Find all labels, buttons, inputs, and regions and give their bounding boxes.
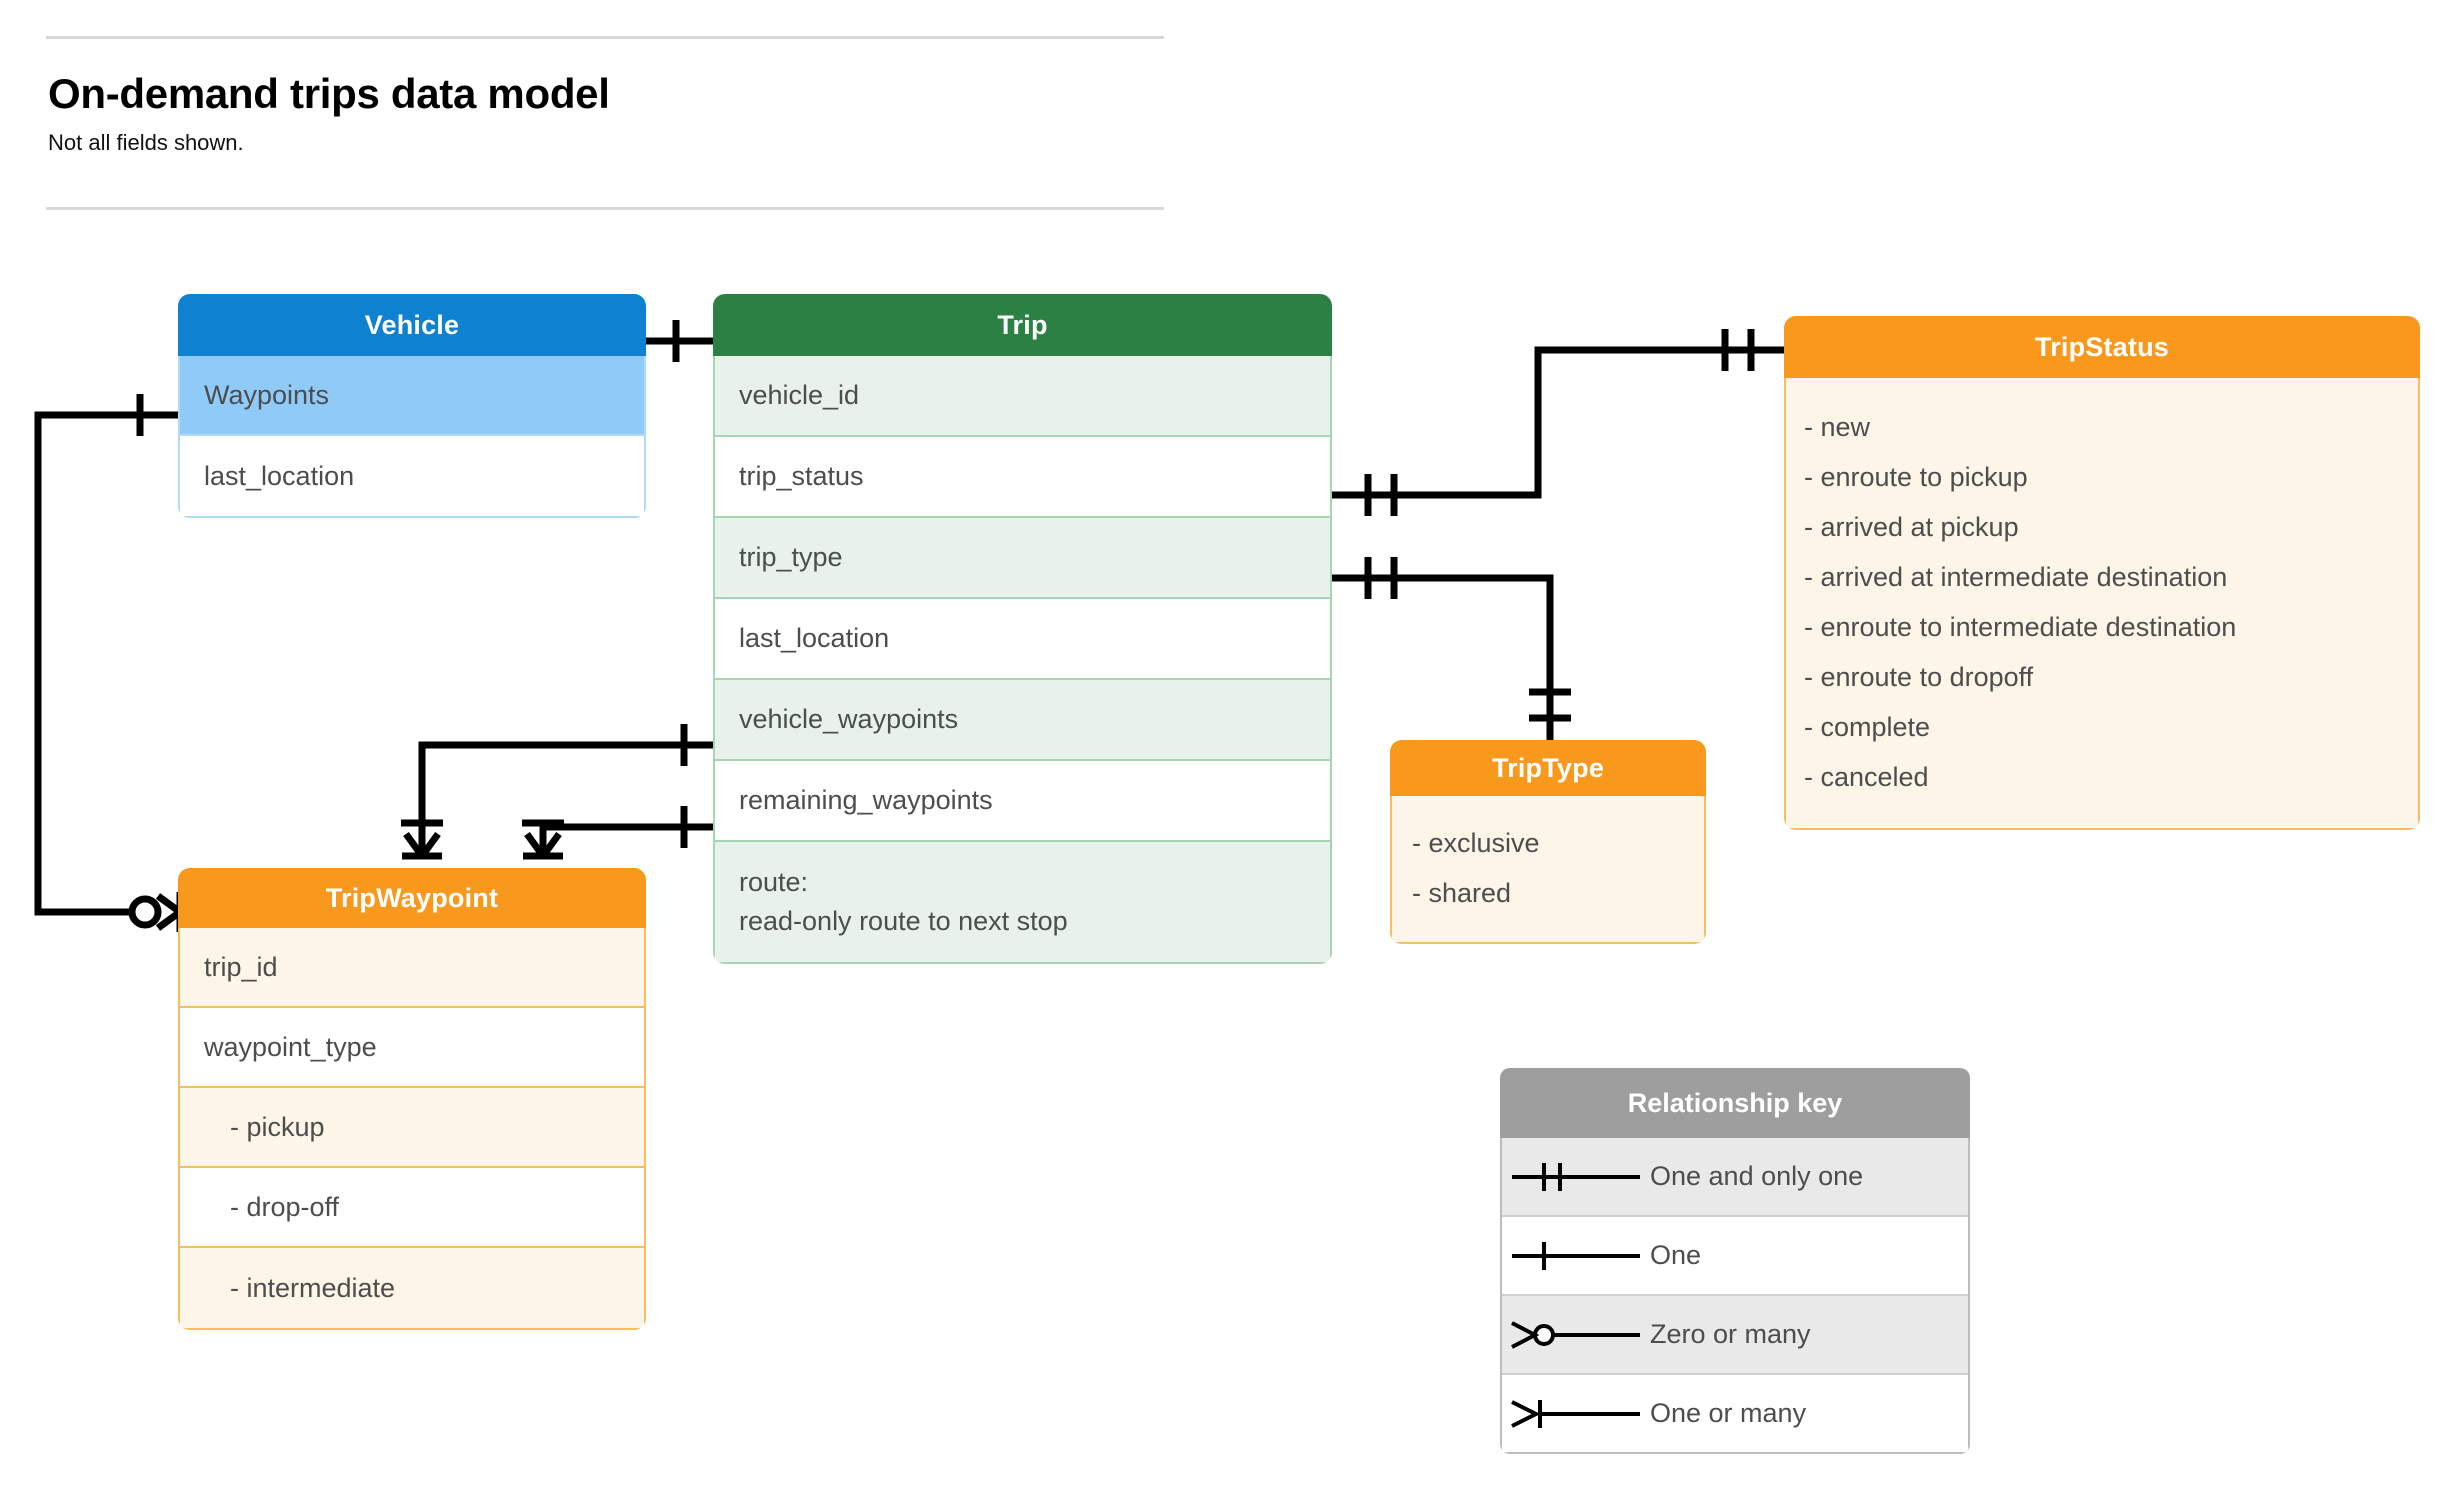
tripstatus-value: - complete bbox=[1804, 712, 1931, 742]
field-trip-route[interactable]: route: read-only route to next stop bbox=[715, 842, 1330, 962]
legend-row-one-or-many: One or many bbox=[1502, 1375, 1968, 1452]
header-divider-bottom bbox=[46, 207, 1164, 210]
one-icon bbox=[1502, 1234, 1650, 1278]
zero-or-many-icon bbox=[1502, 1313, 1650, 1357]
field-trip-trip-status[interactable]: trip_status bbox=[715, 437, 1330, 518]
legend-label: One and only one bbox=[1650, 1161, 1864, 1191]
relationship-key-title: Relationship key bbox=[1500, 1068, 1970, 1138]
field-vehicle-waypoints[interactable]: Waypoints bbox=[180, 356, 644, 436]
field-trip-last-location[interactable]: last_location bbox=[715, 599, 1330, 680]
field-tripwaypoint-waypoint-type[interactable]: waypoint_type bbox=[180, 1008, 644, 1088]
entity-trip-body: vehicle_id trip_status trip_type last_lo… bbox=[713, 356, 1332, 964]
one-and-only-one-icon bbox=[1502, 1155, 1650, 1199]
field-trip-trip-type[interactable]: trip_type bbox=[715, 518, 1330, 599]
legend-row-zero-or-many: Zero or many bbox=[1502, 1296, 1968, 1375]
entity-tripwaypoint-body: trip_id waypoint_type - pickup - drop-of… bbox=[178, 928, 646, 1330]
legend-row-one-and-only-one: One and only one bbox=[1502, 1138, 1968, 1217]
field-vehicle-last-location[interactable]: last_location bbox=[180, 436, 644, 516]
field-trip-route-desc: read-only route to next stop bbox=[739, 906, 1068, 936]
triptype-value: - exclusive bbox=[1412, 828, 1540, 858]
field-trip-route-label: route: bbox=[739, 866, 809, 897]
legend-label: Zero or many bbox=[1650, 1319, 1811, 1349]
tripstatus-value: - enroute to pickup bbox=[1804, 462, 2028, 492]
legend-label: One or many bbox=[1650, 1398, 1807, 1428]
relationship-key-legend: Relationship key One and only one bbox=[1500, 1068, 1970, 1454]
waypoint-type-value-pickup: - pickup bbox=[180, 1088, 644, 1168]
tripstatus-value: - canceled bbox=[1804, 762, 1929, 792]
tripstatus-value: - new bbox=[1804, 412, 1871, 442]
entity-vehicle-body: Waypoints last_location bbox=[178, 356, 646, 518]
entity-triptype-title: TripType bbox=[1390, 740, 1706, 796]
page-title: On-demand trips data model bbox=[48, 70, 610, 117]
field-trip-vehicle-id[interactable]: vehicle_id bbox=[715, 356, 1330, 437]
legend-label: One bbox=[1650, 1240, 1702, 1270]
field-tripwaypoint-trip-id[interactable]: trip_id bbox=[180, 928, 644, 1008]
entity-tripwaypoint[interactable]: TripWaypoint trip_id waypoint_type - pic… bbox=[178, 868, 646, 1330]
triptype-value: - shared bbox=[1412, 878, 1512, 908]
legend-row-one: One bbox=[1502, 1217, 1968, 1296]
wire-tripstatus bbox=[1332, 346, 1784, 499]
entity-trip-title: Trip bbox=[713, 294, 1332, 356]
field-trip-remaining-waypoints[interactable]: remaining_waypoints bbox=[715, 761, 1330, 842]
tripstatus-value: - arrived at pickup bbox=[1804, 512, 2019, 542]
entity-vehicle[interactable]: Vehicle Waypoints last_location bbox=[178, 294, 646, 518]
waypoint-type-value-intermediate: - intermediate bbox=[180, 1248, 644, 1328]
entity-vehicle-title: Vehicle bbox=[178, 294, 646, 356]
entity-tripstatus[interactable]: TripStatus - new - enroute to pickup - a… bbox=[1784, 316, 2420, 830]
tripstatus-value: - enroute to dropoff bbox=[1804, 662, 2034, 692]
tripstatus-value: - enroute to intermediate destination bbox=[1804, 612, 2237, 642]
relationship-key-body: One and only one One bbox=[1500, 1138, 1970, 1454]
wire-remaining-waypoints-field bbox=[539, 823, 713, 856]
wire-vehicle-waypoints-field bbox=[418, 741, 713, 856]
entity-tripstatus-title: TripStatus bbox=[1784, 316, 2420, 378]
page-subtitle: Not all fields shown. bbox=[48, 130, 244, 155]
header-divider-top bbox=[46, 36, 1164, 39]
wire-vehicle-waypoints-to-tripwaypoint bbox=[34, 411, 178, 916]
entity-tripwaypoint-title: TripWaypoint bbox=[178, 868, 646, 928]
entity-tripstatus-body: - new - enroute to pickup - arrived at p… bbox=[1784, 378, 2420, 830]
entity-trip[interactable]: Trip vehicle_id trip_status trip_type la… bbox=[713, 294, 1332, 964]
waypoint-type-value-dropoff: - drop-off bbox=[180, 1168, 644, 1248]
entity-triptype-body: - exclusive - shared bbox=[1390, 796, 1706, 944]
tripstatus-value: - arrived at intermediate destination bbox=[1804, 562, 2228, 592]
wire-triptype bbox=[1332, 574, 1554, 740]
one-or-many-icon bbox=[1502, 1392, 1650, 1436]
field-trip-vehicle-waypoints[interactable]: vehicle_waypoints bbox=[715, 680, 1330, 761]
entity-triptype[interactable]: TripType - exclusive - shared bbox=[1390, 740, 1706, 944]
